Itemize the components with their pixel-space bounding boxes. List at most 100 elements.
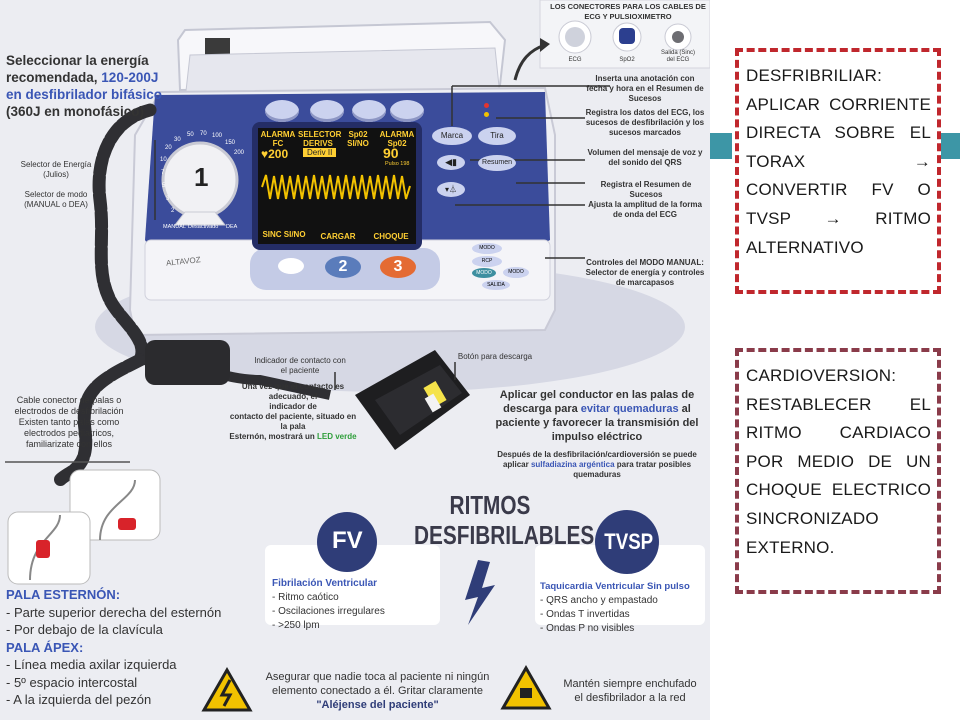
after-line1: Después de la desfibrilación/cardioversi… [497,450,697,459]
safety-line1: Asegurar que nadie toca al paciente ni n… [265,671,490,683]
dial-tick: 50 [187,132,194,138]
softkey-2[interactable] [310,100,344,122]
annotation-contact-indicator: Indicador de contacto con el paciente [235,356,365,376]
fv-item: - >250 lpm [272,620,320,631]
annotation-volume: Volumen del mensaje de voz y del sonido … [587,148,703,167]
led-green-highlight: LED verde [317,432,357,441]
mode-button-rcp[interactable]: RCP [472,256,502,267]
dial-tick: 100 [212,133,223,139]
desfibrilar-box: DESFRIBRILIAR: APLICAR CORRIENTE DIRECTA… [735,48,941,294]
softkey-1[interactable] [265,100,299,122]
mode-selector-label: Selector de modo (MANUAL o DEA) [14,190,98,210]
cardioversion-definition: CARDIOVERSION: RESTABLECER EL RITMO CARD… [746,366,931,557]
gel-line3: paciente y favorecer la transmisión del [495,417,699,429]
safety-warning: Asegurar que nadie toca al paciente ni n… [255,670,500,712]
after-line2-prefix: aplicar [502,460,531,469]
plug-line2: el desfibrilador a la red [574,692,686,704]
heart-rate-value: ♥200 [261,147,289,161]
pala-esternon-item: - Parte superior derecha del esternón [6,604,222,620]
dial-label-off: Desactivado [188,224,219,230]
pala-instructions: PALA ESTERNÓN: - Parte superior derecha … [6,586,246,709]
fv-badge: FV [332,527,363,554]
plug-warning: Mantén siempre enchufado el desfibrilado… [555,677,705,705]
dial-tick: 7 [161,170,165,176]
gel-line2: descarga para evitar quemaduras al [492,402,702,416]
pala-apex-title: PALA ÁPEX: [6,639,84,655]
gel-line2-prefix: descarga para [503,403,581,415]
pala-apex-item: - A la izquierda del pezón [6,692,152,707]
annotation-contact-note: Una vez que el contacto es adecuado, el … [228,382,358,442]
marca-button[interactable]: Marca [432,127,472,145]
mode-button-1[interactable]: MODO [472,243,502,254]
pulse-label: Pulso 198 [385,161,410,167]
annotation-marca: Inserta una anotación con fecha y hora e… [586,74,704,103]
screen-button-sinc[interactable]: SINC SI/NO [262,230,306,239]
energy-note-line3: en desfibrilador bifásico [6,87,163,102]
energy-note-line4: (360J en monofásico) [6,104,145,119]
dial-number[interactable]: 1 [194,162,209,192]
tvsp-item: - Ondas P no visibles [540,623,635,634]
connectors-title-line2: ECG Y PULSIOXIMETRO [584,12,672,21]
tvsp-title: Taquicardia Ventricular Sin pulso [540,581,690,592]
tvsp-item: - Ondas T invertidas [540,609,630,620]
gel-note: Aplicar gel conductor en las palas de de… [492,388,702,444]
amplitude-button[interactable]: ▾⏃ [437,182,465,197]
button-2[interactable]: 2 [325,256,361,278]
dial-tick: 5 [162,183,166,189]
pala-apex-item: - Línea media axilar izquierda [6,657,177,672]
softkey-3[interactable] [352,100,386,122]
sulfadiazina-highlight: sulfadiazina argéntica [530,460,615,469]
defibrillator-infographic: Seleccionar la energía recomendada, 120-… [0,0,710,720]
after-line2-suffix: para tratar posibles [614,460,692,469]
dial-tick: 150 [225,140,236,146]
gel-highlight: evitar quemaduras [580,403,679,415]
energy-note-line2-prefix: recomendada, [6,70,102,85]
dial-tick: 200 [234,150,245,156]
contact-note-line4: Esternón, mostrará un LED verde [228,432,358,442]
gel-line1: Aplicar gel conductor en las palas de [499,389,695,401]
speaker-icon: ◀▮ [445,157,457,167]
tira-button[interactable]: Tira [478,127,516,145]
safety-line2: elemento conectado a él. Gritar claramen… [272,685,483,697]
cardioversion-box: CARDIOVERSION: RESTABLECER EL RITMO CARD… [735,348,941,594]
annotation-tira: Registra los datos del ECG, los sucesos … [585,108,705,137]
ritmos-title-line1: RITMOS [449,490,531,520]
contact-note-line1: Una vez que el contacto es adecuado, el [241,382,345,401]
dial-label-dea: DEA [226,224,238,230]
mode-selector-line1: Selector de modo [24,190,88,199]
tvsp-item: - QRS ancho y empastado [540,595,658,606]
screen-button-choque[interactable]: CHOQUE [373,232,409,241]
volume-button[interactable]: ◀▮ [437,155,465,170]
softkey-4[interactable] [390,100,424,122]
energy-note-line2: recomendada, 120-200J [6,69,162,86]
status-led [484,103,489,108]
energy-note-highlight: 120-200J [101,70,159,85]
connectors-title: LOS CONECTORES PARA LOS CABLES DE ECG Y … [548,2,708,22]
tvsp-badge: TVSP [604,529,654,554]
ritmos-title-line2: DESFIBRILABLES [414,520,595,550]
dial-tick: 2 [171,208,175,214]
mode-button-3[interactable]: MODO [472,268,496,278]
screen-button-cargar[interactable]: CARGAR [320,232,356,241]
dial-label-manual: MANUAL [163,224,186,230]
resumen-button[interactable]: Resumen [478,155,516,171]
fv-title: Fibrilación Ventricular [272,578,378,589]
connectors-title-line1: LOS CONECTORES PARA LOS CABLES DE [550,2,706,11]
annotation-cable: Cable conector de palas o electrodos de … [14,395,124,449]
lead-label: Deriv II [303,148,337,157]
connector-sync-line2: del ECG [666,57,690,63]
mode-button-salida[interactable]: SALIDA [482,280,510,290]
button-3[interactable]: 3 [380,256,416,278]
after-line3: quemaduras [573,470,621,479]
tvsp-description: Taquicardia Ventricular Sin pulso - QRS … [540,580,708,636]
desfibrilar-definition: DESFRIBRILIAR: APLICAR CORRIENTE DIRECTA… [746,66,931,257]
plug-line1: Mantén siempre enchufado [563,678,697,690]
fv-item: - Oscilaciones irregulares [272,606,385,617]
contact-note-line4-prefix: Esternón, mostrará un [229,432,317,441]
connector-sync-label: Salida (Sinc) del ECG [658,50,698,64]
spo2-value: 90 [383,145,399,161]
mode-button-modo[interactable]: MODO [503,267,529,278]
fv-description: Fibrilación Ventricular - Ritmo caótico … [272,577,437,633]
screen-header-alarma-fc: ALARMA FC [260,130,296,148]
lower-button-1[interactable] [278,258,304,274]
